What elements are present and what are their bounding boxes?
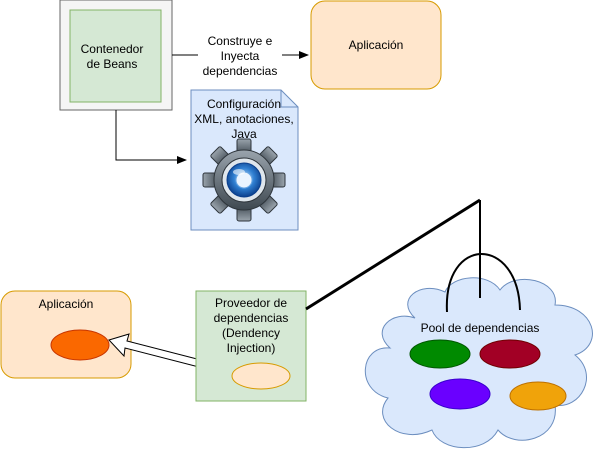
pool-node[interactable]: Pool de dependencias (364, 277, 593, 449)
edge-label-line2: Inyecta (221, 49, 260, 63)
provider-label-line4: Injection) (227, 341, 276, 355)
config-label-line1: Configuración (207, 97, 281, 111)
config-document-fold (280, 90, 298, 108)
pool-bean-red (479, 339, 541, 369)
edge-label-line3: dependencias (203, 64, 278, 78)
config-label-line3: Java (231, 127, 257, 141)
edge-label-background (198, 32, 282, 79)
provider-bean (231, 362, 291, 390)
bean-container-node[interactable]: Contenedor de Beans (59, 0, 173, 111)
pool-handle (445, 200, 521, 313)
pool-label: Pool de dependencias (421, 321, 540, 335)
pool-bean-purple (429, 378, 491, 410)
pool-bean-green (409, 339, 471, 369)
provider-label-line3: (Dendency (222, 326, 280, 340)
app-bottom-node[interactable]: Aplicación (0, 290, 132, 379)
provider-label-line1: Proveedor de (215, 296, 287, 310)
config-node[interactable]: Configuración XML, anotaciones, Java (190, 89, 299, 231)
edge-label-line1: Construye e (208, 34, 273, 48)
pool-cloud (364, 277, 593, 449)
app-top-label: Aplicación (349, 38, 404, 52)
gear-icon (202, 138, 286, 222)
bean-container-label-line1: Contenedor (81, 42, 144, 56)
edge-container-to-app[interactable]: Construye e Inyecta dependencias (172, 32, 309, 79)
app-top-node[interactable]: Aplicación (310, 0, 442, 90)
provider-label-line2: dependencias (214, 311, 289, 325)
bean-container-label-line2: de Beans (87, 57, 138, 71)
bean-container-inner (69, 9, 162, 103)
app-bottom-bean (50, 329, 110, 361)
app-top-box (310, 0, 442, 90)
app-bottom-label: Aplicación (39, 297, 94, 311)
provider-node[interactable]: Proveedor de dependencias (Dendency Inje… (195, 290, 307, 402)
config-label-line2: XML, anotaciones, (194, 112, 293, 126)
edge-provider-to-pool[interactable] (305, 198, 481, 311)
pool-bean-orange (509, 381, 567, 411)
edge-container-to-config[interactable] (115, 110, 187, 164)
